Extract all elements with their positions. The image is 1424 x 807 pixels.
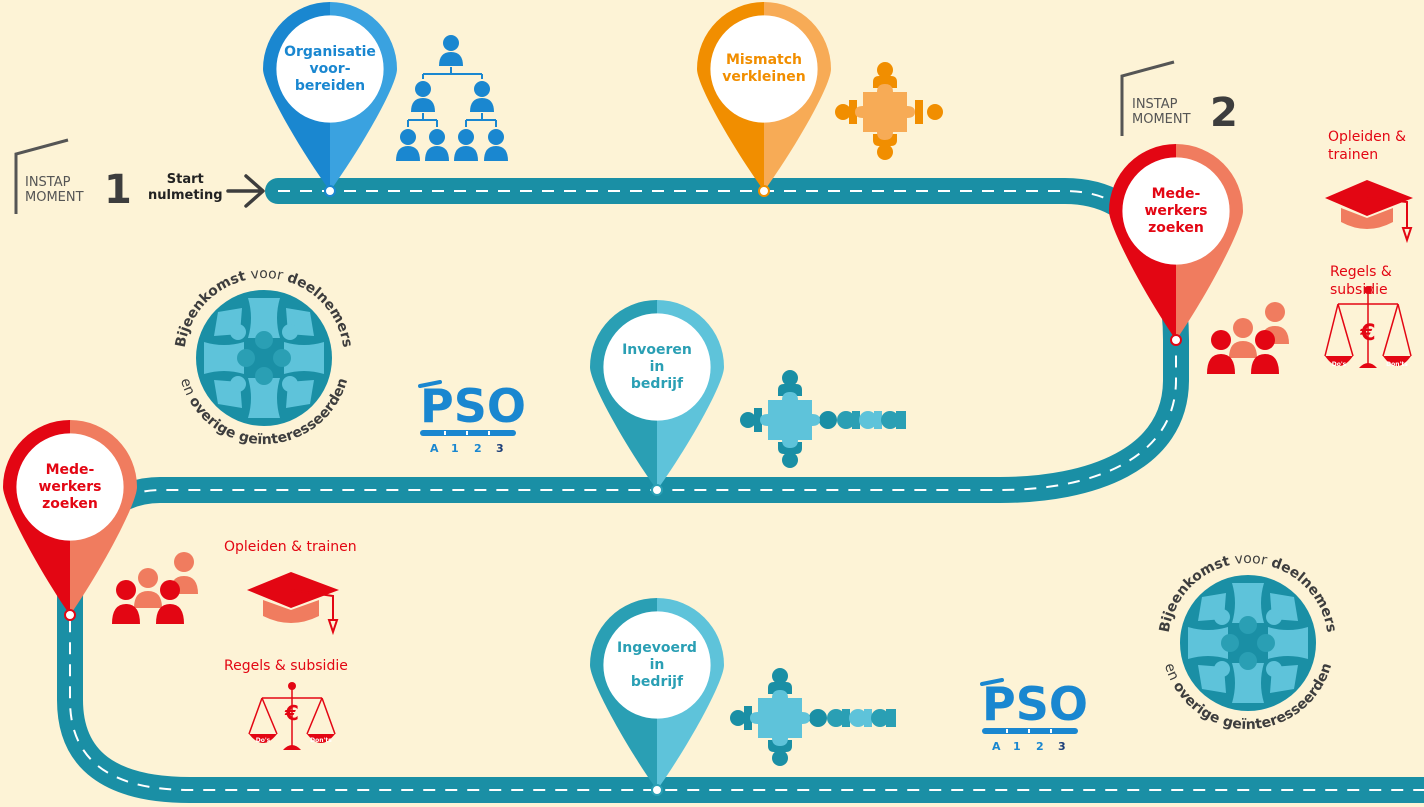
pso-level-label: 2 (474, 442, 482, 455)
graduation-cap-icon (1325, 180, 1413, 244)
scale-donts: Don'ts (1386, 361, 1408, 368)
pso-level-label: 3 (496, 442, 504, 455)
start-line1: Start (166, 172, 204, 187)
pso-word: PSO (420, 379, 526, 433)
pin-label: Mede- werkers zoeken (1144, 185, 1208, 236)
map-pin-marker (3, 420, 137, 621)
pso-level-label: 2 (1036, 740, 1044, 753)
instap-2-number: 2 (1210, 90, 1238, 136)
meeting-badge: Bijeenkomst voor deelnemers en overige g… (173, 266, 356, 448)
graduation-cap-icon (247, 572, 339, 636)
opleiden-trainen-label-right: Opleiden & trainen (1328, 129, 1407, 163)
org-chart-icon (396, 35, 508, 161)
corner-bracket-icon (14, 138, 69, 214)
euro-sign: € (1359, 321, 1375, 346)
instap-2-line1: INSTAP (1132, 97, 1178, 112)
instap-2-line2: MOMENT (1132, 112, 1191, 127)
opleiden-trainen-label-left: Opleiden & trainen (224, 539, 357, 555)
scale-dos: Do's (1332, 361, 1347, 368)
map-pin-marker (590, 300, 724, 496)
pin-label: Ingevoerd in bedrijf (617, 639, 697, 690)
puzzle-chain-icon (740, 370, 906, 468)
map-pin-marker (263, 2, 397, 197)
balance-scale-icon: € Do's Don'ts (1324, 286, 1412, 368)
pso-level-label: 1 (451, 442, 459, 455)
instap-1-line1: INSTAP (25, 175, 71, 190)
scale-donts: Don'ts (310, 737, 332, 744)
map-pin-marker (697, 2, 831, 197)
pin-label: Organisatie voor- bereiden (284, 43, 376, 94)
puzzle-icon (835, 62, 943, 160)
meeting-badge: Bijeenkomst voor deelnemers en overige g… (1157, 551, 1340, 733)
map-pin-marker (1109, 144, 1243, 346)
people-group-icon (112, 552, 198, 624)
pin-label: Mismatch verkleinen (722, 52, 806, 85)
regels-subsidie-label-right: Regels & subsidie (1330, 264, 1392, 298)
people-group-icon (1207, 302, 1289, 374)
euro-sign: € (284, 701, 299, 725)
arrow-right-icon (226, 174, 265, 208)
pin-label: Mede- werkers zoeken (38, 461, 102, 512)
pso-level-label: 3 (1058, 740, 1066, 753)
start-line2: nulmeting (148, 188, 223, 203)
pin-label: Invoeren in bedrijf (622, 341, 692, 392)
corner-bracket-icon (1120, 60, 1175, 136)
scale-dos: Do's (256, 737, 271, 744)
pso-level-label: A (992, 740, 1001, 753)
puzzle-chain-icon (730, 668, 896, 766)
start-nulmeting-label: Start nulmeting (148, 172, 223, 204)
map-pin-marker (590, 598, 724, 796)
balance-scale-icon: € Do's Don'ts (248, 682, 336, 750)
instap-1-line2: MOMENT (25, 190, 84, 205)
regels-subsidie-label-left: Regels & subsidie (224, 658, 348, 674)
pso-level-label: A (430, 442, 439, 455)
pso-word: PSO (982, 677, 1088, 731)
pso-level-label: 1 (1013, 740, 1021, 753)
instap-1-number: 1 (104, 167, 132, 213)
